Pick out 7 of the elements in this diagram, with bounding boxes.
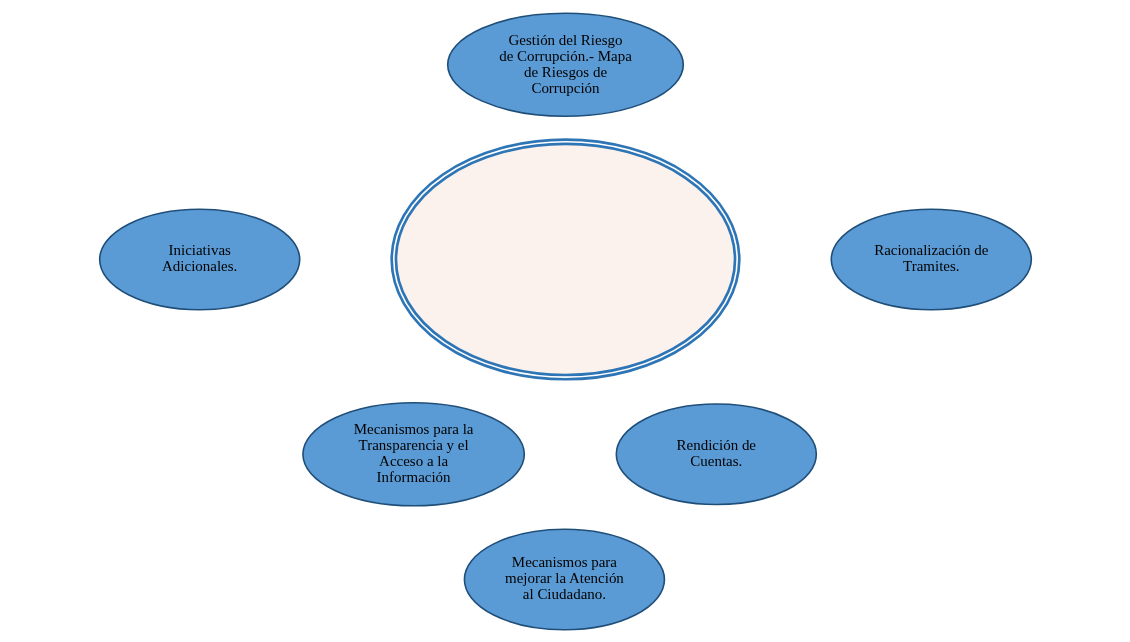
node-ellipse: Iniciativas Adicionales.: [98, 207, 300, 311]
node-ellipse: [389, 137, 741, 381]
node-ellipse: Mecanismos para la Transparencia y el Acceso a la Información: [301, 401, 525, 507]
node-ellipse: Mecanismos para mejorar la Atención al Ciudadano.: [463, 527, 665, 630]
node-ellipse: Racionalización de Tramites.: [830, 207, 1032, 311]
node-ellipse: Gestión del Riesgo de Corrupción.- Mapa de Riesgos de Corrupción: [446, 11, 684, 117]
node-ellipse: Rendición de Cuentas.: [615, 402, 817, 505]
